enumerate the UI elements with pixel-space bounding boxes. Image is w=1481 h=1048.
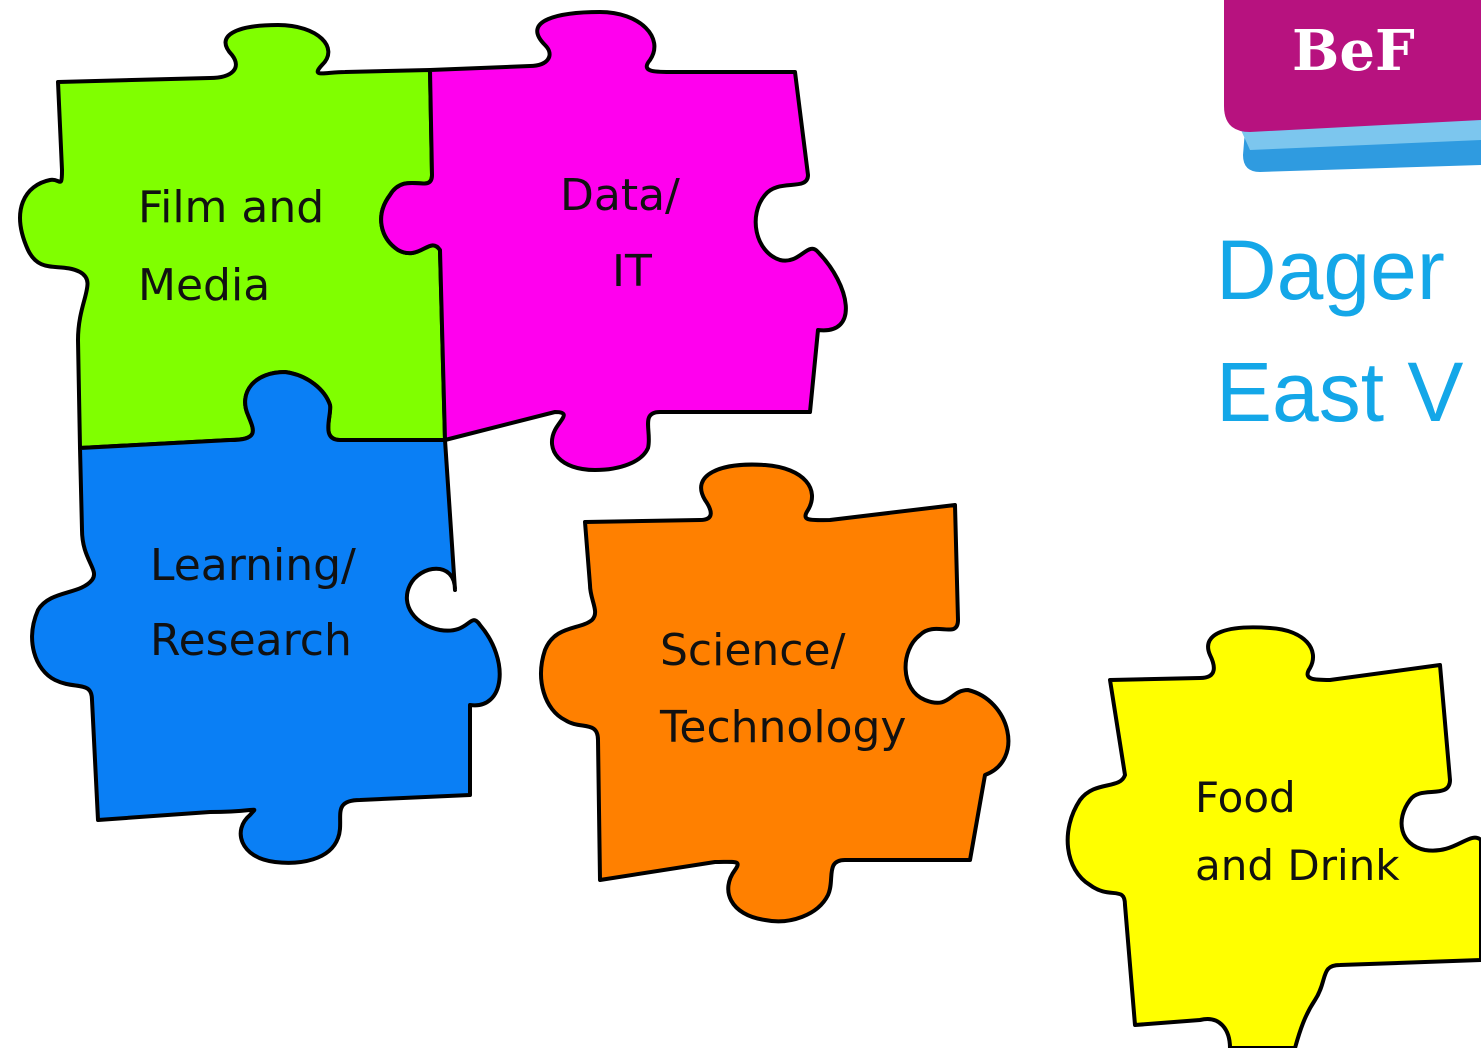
piece-shape-food-and-drink	[1065, 625, 1481, 1048]
piece-shape-learning-research	[30, 370, 502, 865]
befirst-logo: BeF	[1224, 0, 1481, 172]
piece-label-data-it-line2: IT	[612, 246, 652, 297]
piece-shape-science-technology	[539, 462, 1011, 924]
piece-label-food-and-drink-line1: Food	[1195, 773, 1296, 822]
piece-label-learning-research-line1: Learning/	[150, 540, 356, 591]
puzzle-piece-food-and-drink: Food and Drink	[1065, 625, 1481, 1048]
piece-label-food-and-drink-line2: and Drink	[1195, 841, 1400, 890]
piece-label-learning-research-line2: Research	[150, 615, 352, 666]
puzzle-piece-data-it: Data/ IT	[379, 10, 848, 472]
piece-label-science-technology-line2: Technology	[659, 702, 906, 753]
logo-text: BeF	[1292, 18, 1415, 84]
piece-label-film-and-media-line1: Film and	[138, 182, 324, 233]
puzzle-piece-film-and-media: Film and Media	[18, 23, 447, 450]
logo-main-block	[1224, 0, 1481, 132]
piece-label-science-technology-line1: Science/	[660, 625, 846, 676]
heading-line-2: East V	[1216, 345, 1464, 439]
piece-shape-film-and-media	[18, 23, 447, 450]
piece-label-film-and-media-line2: Media	[138, 260, 270, 311]
piece-shape-data-it	[379, 10, 848, 472]
heading-line-1: Dager	[1216, 223, 1445, 317]
piece-label-data-it-line1: Data/	[560, 170, 680, 221]
puzzle-piece-learning-research: Learning/ Research	[30, 370, 502, 865]
puzzle-piece-science-technology: Science/ Technology	[539, 462, 1011, 924]
